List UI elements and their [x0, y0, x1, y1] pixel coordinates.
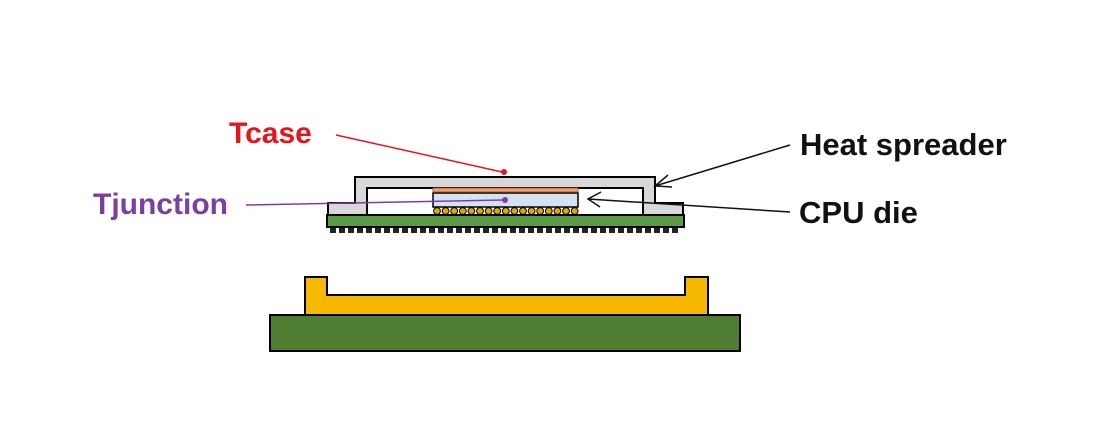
tjunction-leader	[245, 199, 504, 206]
pin	[510, 227, 516, 233]
pin	[618, 227, 624, 233]
solder-bump	[433, 207, 441, 215]
pin	[645, 227, 651, 233]
pin	[438, 227, 444, 233]
pin	[339, 227, 345, 233]
tcase-label: Tcase	[229, 117, 312, 150]
tjunction-label: Tjunction	[93, 188, 228, 221]
pin	[402, 227, 408, 233]
solder-bump	[562, 207, 570, 215]
pin	[501, 227, 507, 233]
pin	[447, 227, 453, 233]
pin	[555, 227, 561, 233]
tcase-point	[501, 169, 507, 175]
substrate	[326, 214, 685, 228]
pin	[519, 227, 525, 233]
package-pins	[330, 227, 678, 233]
motherboard	[269, 314, 741, 352]
solder-bump	[536, 207, 545, 215]
pin	[546, 227, 552, 233]
socket	[304, 276, 709, 316]
pin	[375, 227, 381, 233]
pin	[528, 227, 534, 233]
heat-spreader-label: Heat spreader	[800, 127, 1007, 162]
solder-bump	[544, 207, 553, 215]
pin	[474, 227, 480, 233]
pin	[663, 227, 669, 233]
cpu-die-arrowhead	[586, 191, 602, 208]
solder-bump	[450, 207, 459, 215]
pin	[654, 227, 660, 233]
cpu-die-label: CPU die	[799, 195, 918, 230]
solder-bump	[467, 207, 476, 215]
thermal-interface	[432, 187, 579, 193]
cpu-die-leader	[587, 198, 791, 213]
pin	[537, 227, 543, 233]
pin	[393, 227, 399, 233]
heat-spreader-leader	[654, 144, 791, 187]
pin	[384, 227, 390, 233]
pin	[411, 227, 417, 233]
tcase-leader	[335, 134, 503, 173]
solder-bump	[476, 207, 484, 215]
solder-bump	[501, 207, 510, 215]
solder-bump	[527, 207, 536, 215]
solder-bump	[519, 207, 527, 215]
pin	[420, 227, 426, 233]
pin	[456, 227, 462, 233]
pin	[366, 227, 372, 233]
pin	[483, 227, 489, 233]
pin	[465, 227, 471, 233]
heat-spreader-arrowhead	[653, 174, 673, 188]
pin	[564, 227, 570, 233]
solder-bump	[441, 207, 450, 215]
pin	[609, 227, 615, 233]
pin	[672, 227, 678, 233]
pin	[600, 227, 606, 233]
solder-bump	[458, 207, 467, 215]
pin	[591, 227, 597, 233]
pin	[636, 227, 642, 233]
pin	[357, 227, 363, 233]
pin	[330, 227, 336, 233]
pin	[348, 227, 354, 233]
solder-bump	[553, 207, 562, 215]
solder-bump	[493, 207, 502, 215]
solder-bumps	[433, 207, 579, 215]
pin	[582, 227, 588, 233]
pin	[492, 227, 498, 233]
solder-bump	[570, 207, 579, 215]
tjunction-point	[502, 197, 508, 203]
solder-bump	[484, 207, 493, 215]
pin	[627, 227, 633, 233]
solder-bump	[510, 207, 519, 215]
pin	[573, 227, 579, 233]
pin	[429, 227, 435, 233]
